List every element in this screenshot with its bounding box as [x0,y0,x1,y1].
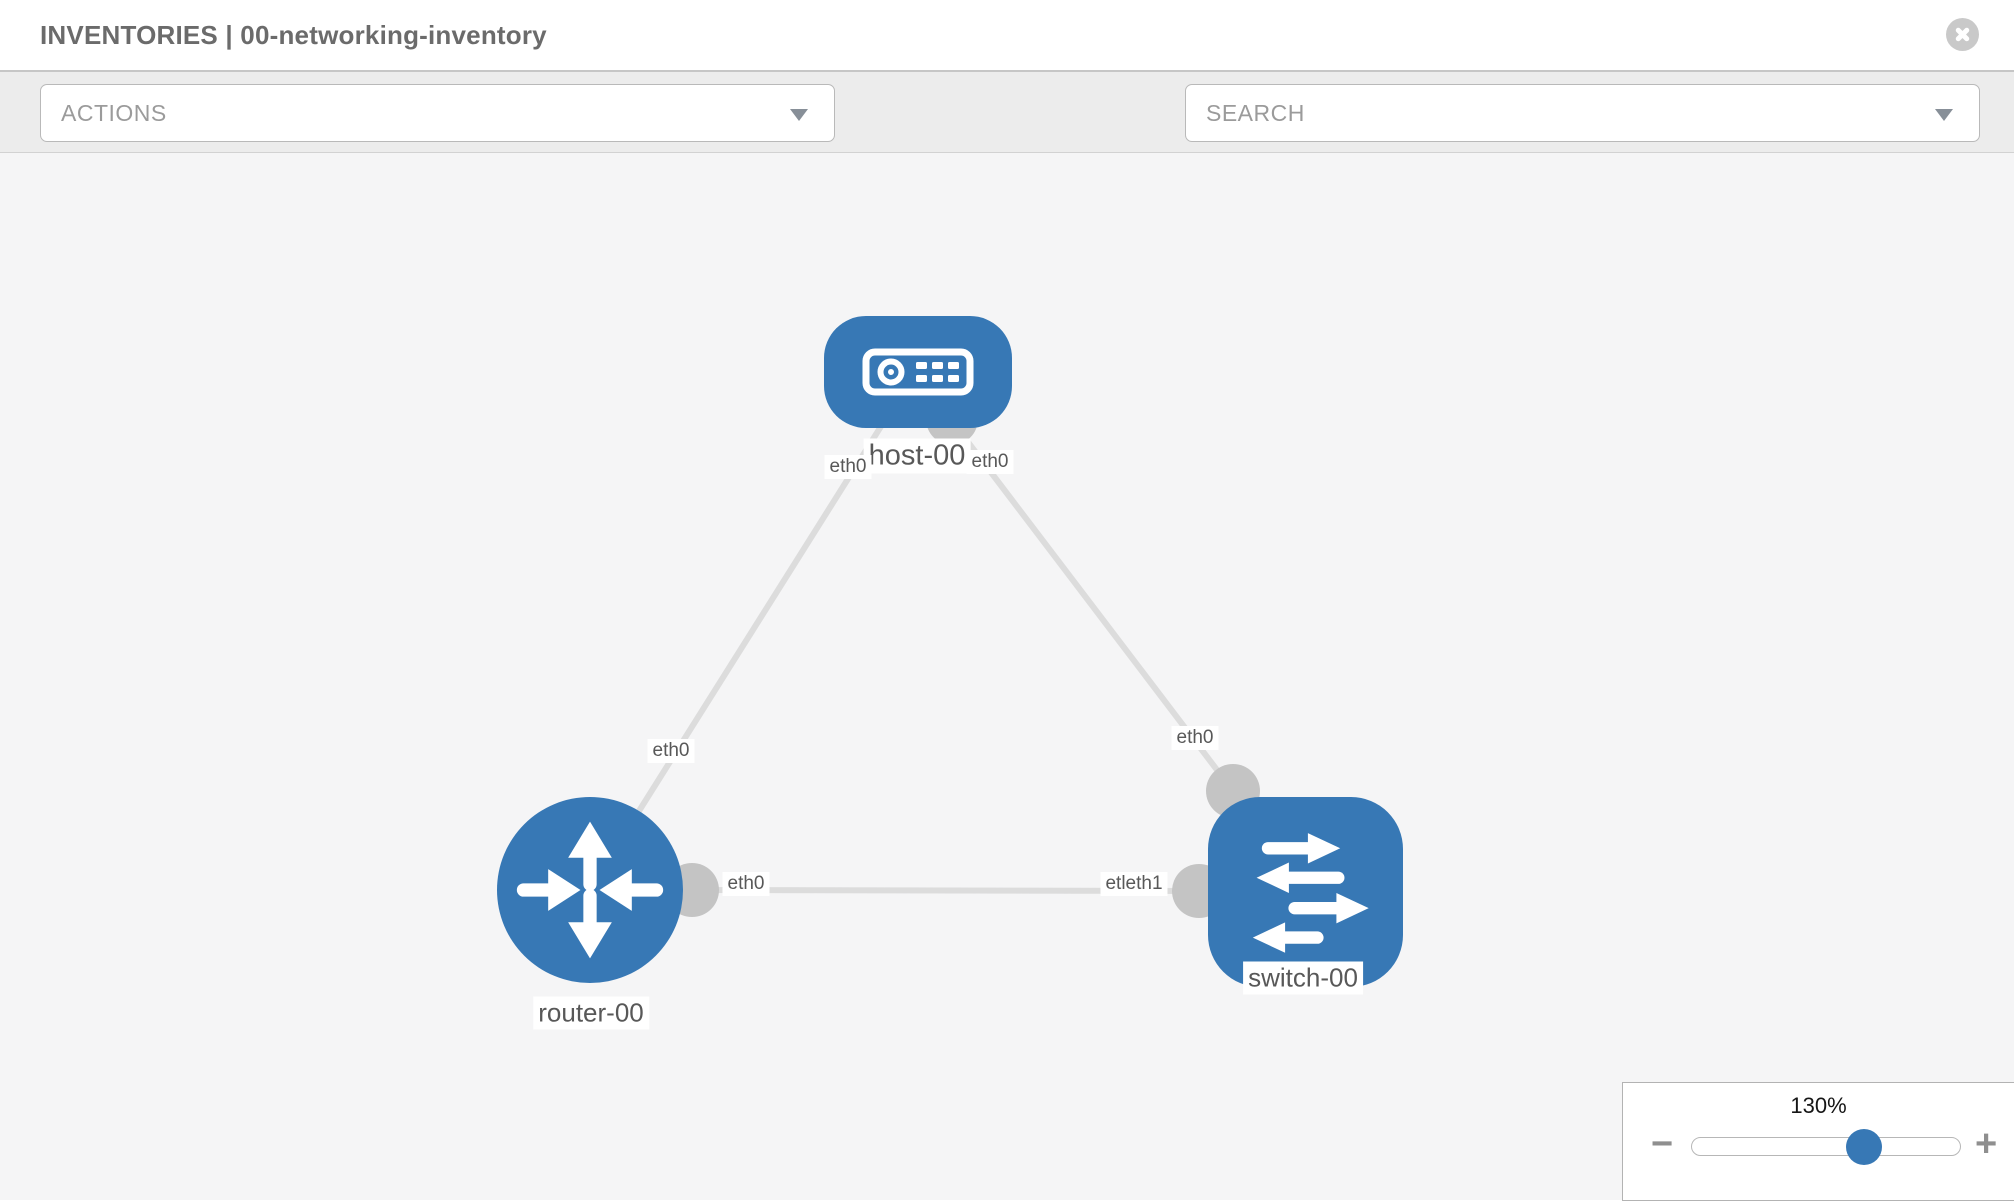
interface-label-router-right: eth0 [722,872,770,896]
actions-dropdown[interactable]: ACTIONS [40,84,835,142]
page-title: INVENTORIES | 00-networking-inventory [40,20,547,50]
close-icon[interactable] [1946,18,1979,51]
node-router-00[interactable] [497,797,683,983]
node-label-host-00[interactable]: host-00 [863,438,971,474]
switch-icon [1252,833,1369,953]
toolbar: ACTIONS SEARCH [0,72,2014,205]
window-header: INVENTORIES | 00-networking-inventory [0,0,2014,72]
zoom-percentage: 130% [1790,1093,1847,1118]
interface-label-host-left: eth0 [824,455,872,479]
server-icon [862,348,974,396]
actions-dropdown-label: ACTIONS [61,99,167,126]
chevron-down-icon [1935,109,1953,121]
interface-label-host-switch: eth0 [1171,726,1219,750]
router-icon [516,821,664,959]
zoom-control-panel: 130% − + [1622,1082,2014,1201]
topology-links-layer [636,393,1260,918]
zoom-in-button[interactable]: + [1975,1123,1998,1165]
zoom-out-button[interactable]: − [1651,1123,1674,1165]
search-placeholder: SEARCH [1206,99,1305,126]
interface-label-host-right: eth0 [966,450,1014,474]
zoom-slider-handle[interactable] [1846,1129,1882,1165]
node-host-00[interactable] [824,316,1012,428]
topology-canvas[interactable]: host-00 router-00 switch-00 eth0 eth0 et… [0,153,2014,1201]
chevron-down-icon [790,109,808,121]
interface-label-router-host: eth0 [647,739,695,763]
node-label-router-00[interactable]: router-00 [533,996,649,1030]
node-switch-00[interactable] [1208,797,1403,987]
zoom-slider[interactable] [1691,1137,1961,1156]
search-dropdown[interactable]: SEARCH [1185,84,1980,142]
interface-label-switch-left: etleth1 [1100,872,1168,896]
node-label-switch-00[interactable]: switch-00 [1243,961,1363,995]
